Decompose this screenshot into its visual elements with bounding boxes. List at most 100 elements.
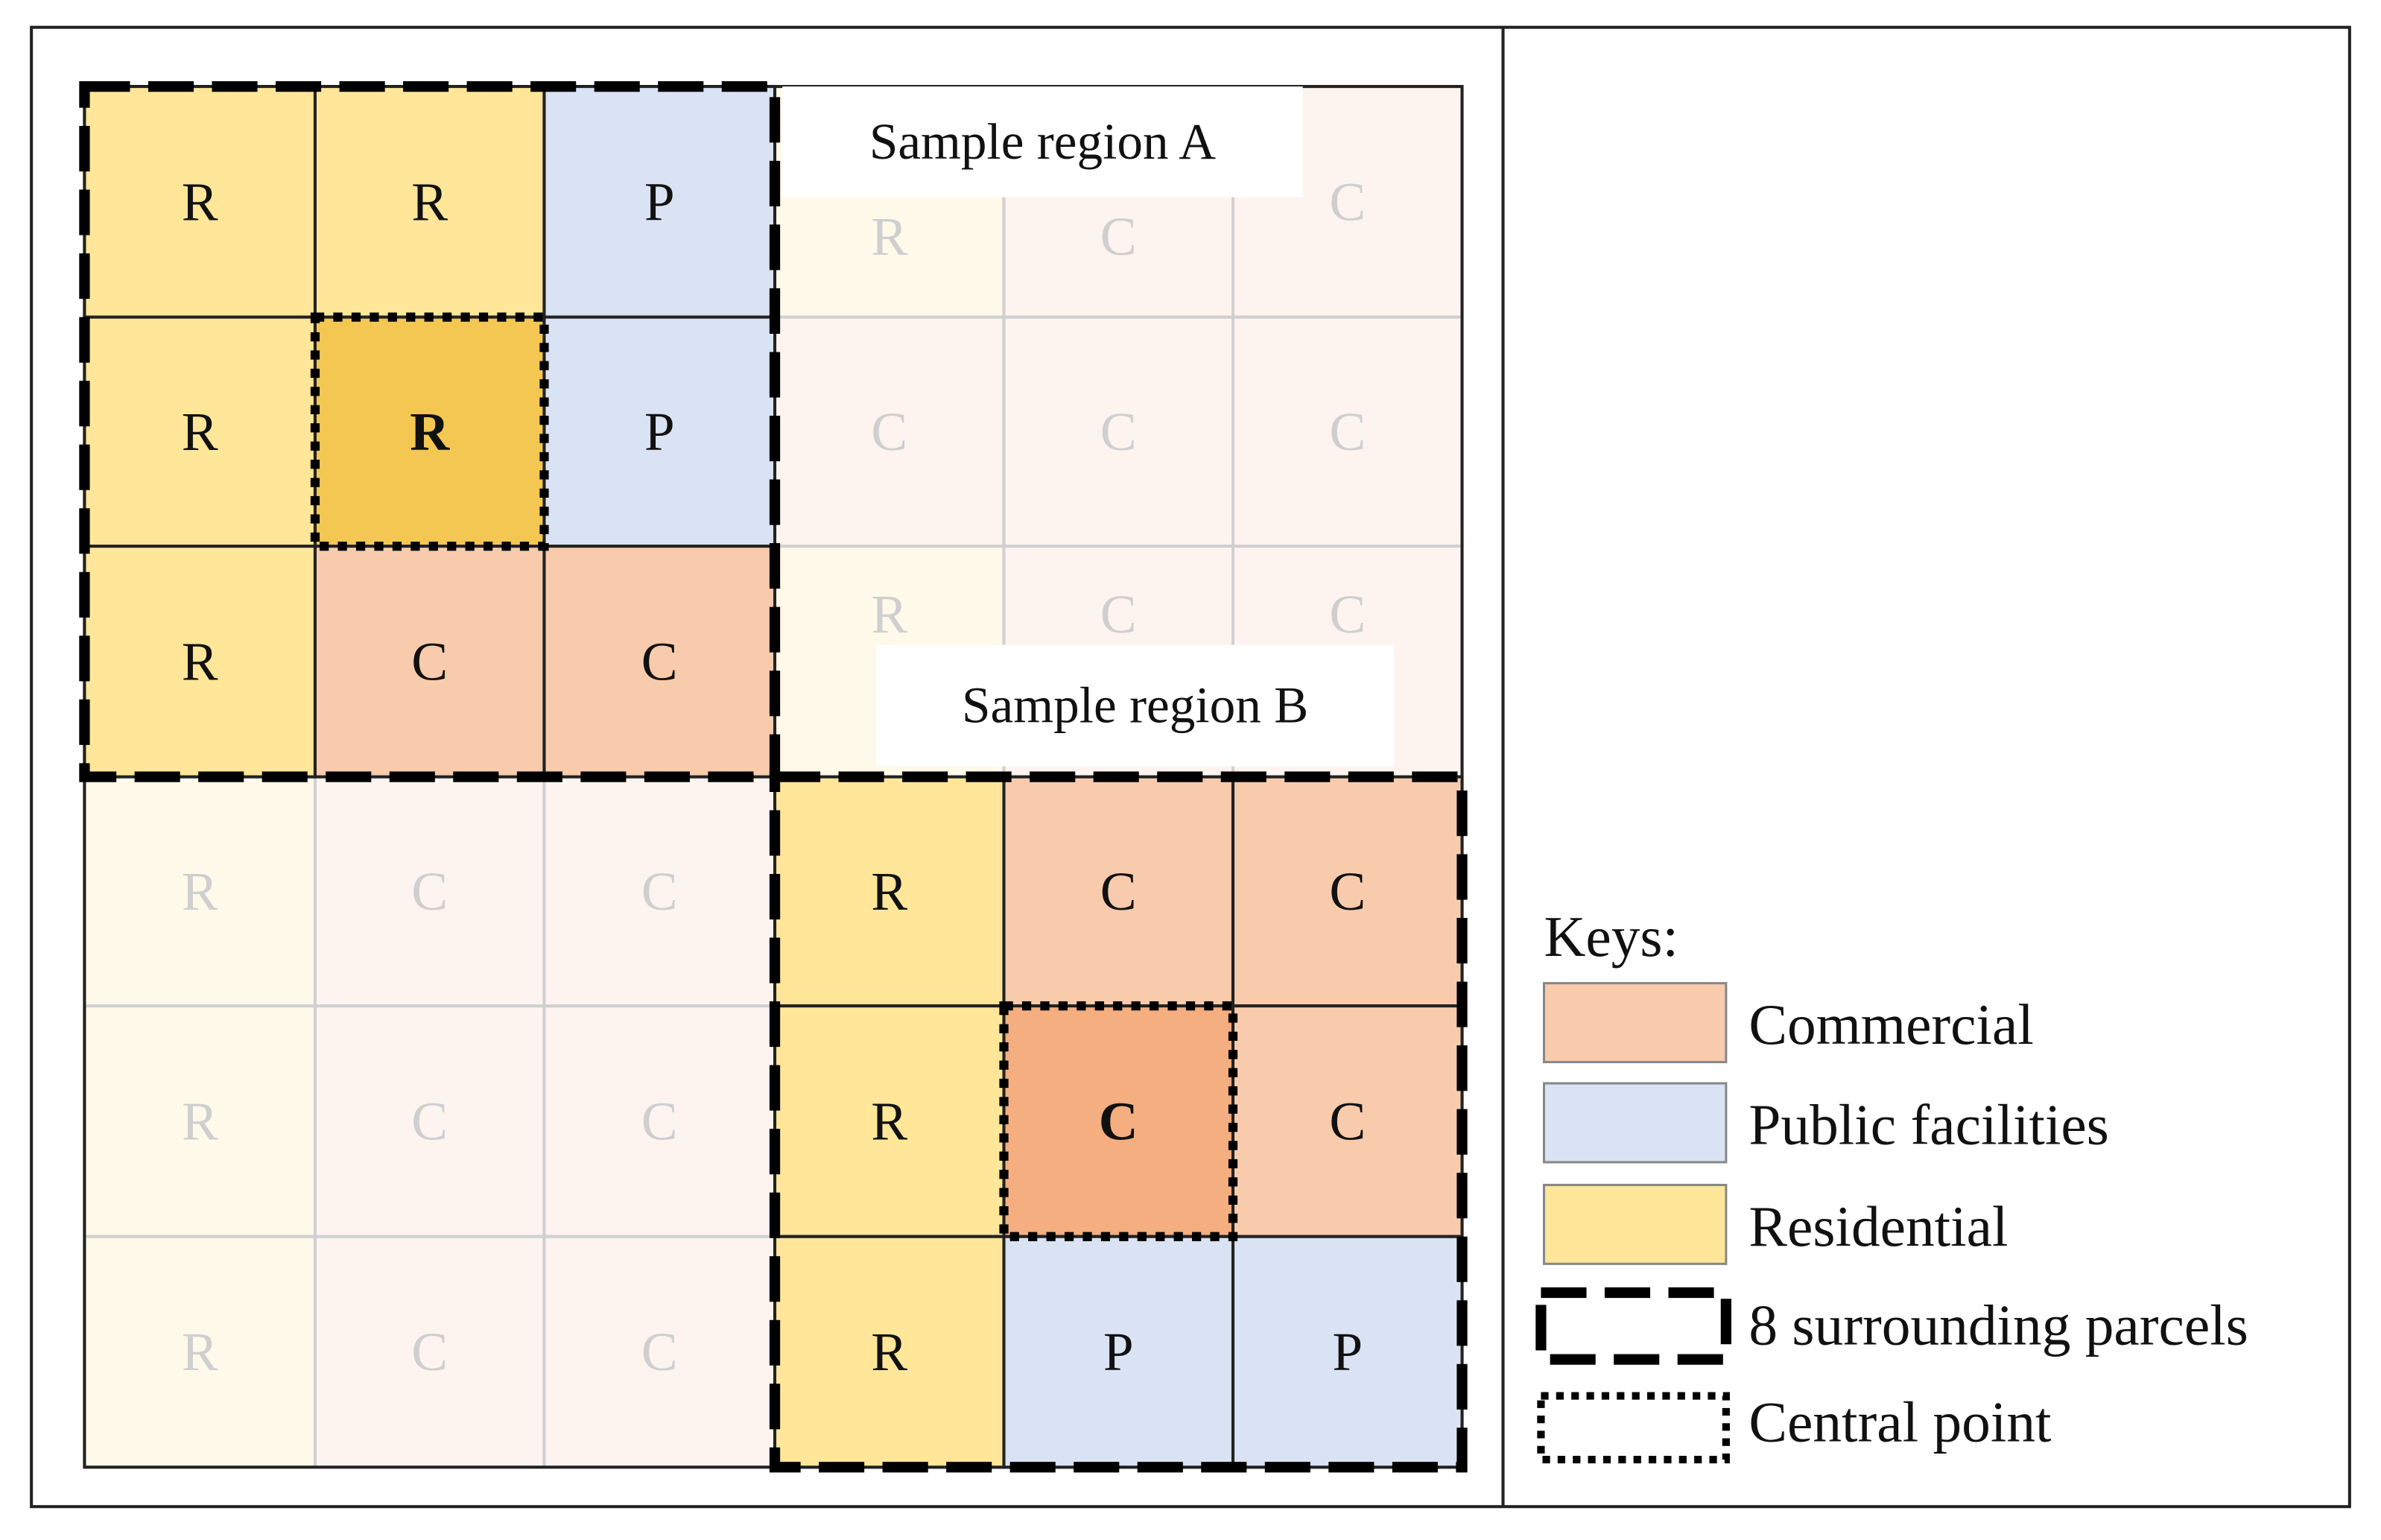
parcel-letter: C (641, 861, 678, 922)
parcel-letter: P (644, 171, 675, 232)
parcel-cell (1002, 315, 1235, 548)
parcel-letter: P (1103, 1322, 1134, 1382)
parcel-letter: C (1100, 861, 1137, 922)
faded-parcel: R (83, 1235, 317, 1469)
legend-item-commercial: Commercial (1542, 982, 2034, 1064)
legend-dotted-swatch (1537, 1392, 1730, 1464)
parcel-letter: C (1100, 402, 1137, 462)
parcel-letter: R (182, 631, 218, 691)
central-point-outline (999, 1001, 1238, 1241)
parcel-cell (773, 1004, 1006, 1238)
parcel-cell (542, 315, 777, 548)
faded-parcel: R (83, 1004, 317, 1238)
faded-parcel: C (542, 1004, 777, 1238)
faded-parcel: C (313, 1235, 546, 1469)
parcel-letter: P (1332, 1322, 1363, 1382)
surrounding-parcel: R (773, 1004, 1006, 1238)
faded-parcel: C (542, 775, 777, 1008)
legend-item-residential: Residential (1542, 1183, 2009, 1265)
legend-label: Public facilities (1749, 1092, 2108, 1156)
surrounding-parcel: C (313, 545, 546, 779)
parcel-letter: C (1329, 171, 1366, 232)
parcel-cell (83, 85, 317, 319)
faded-parcel: C (1002, 315, 1235, 548)
parcel-cell (1231, 315, 1464, 548)
legend-label: Central point (1749, 1390, 2052, 1454)
parcel-cell (83, 775, 317, 1008)
region-label-background (782, 86, 1303, 197)
parcel-letter: R (182, 171, 218, 232)
surrounding-parcel: R (83, 545, 317, 779)
parcel-letter: P (644, 402, 675, 462)
legend-item-central-point: Central point (1537, 1390, 2052, 1464)
legend-label: Residential (1749, 1194, 2008, 1258)
faded-parcel: C (773, 315, 1006, 548)
surrounding-parcel: R (83, 315, 317, 548)
parcel-letter: C (1329, 861, 1366, 922)
parcel-letter: R (411, 171, 448, 232)
surrounding-parcel: P (542, 315, 777, 548)
surrounding-parcel: P (542, 85, 777, 319)
central-parcel: R (313, 315, 546, 548)
central-point-outline (310, 312, 549, 551)
parcel-letter: R (871, 584, 907, 644)
parcel-letter: C (1100, 206, 1137, 267)
surrounding-parcel: R (773, 1235, 1006, 1469)
parcel-letter: R (871, 1091, 907, 1151)
legend-item-surrounding-parcels: 8 surrounding parcels (1535, 1287, 2248, 1365)
region-label: Sample region A (869, 113, 1216, 170)
surrounding-parcel: C (1231, 1004, 1464, 1238)
legend-label: 8 surrounding parcels (1749, 1293, 2248, 1357)
surrounding-parcel: P (1231, 1235, 1464, 1469)
parcel-cell (313, 1235, 546, 1469)
surrounding-parcel: R (313, 85, 546, 319)
region-label-background (876, 644, 1394, 767)
parcel-letter: R (410, 402, 450, 462)
parcel-letter: C (1099, 1091, 1138, 1151)
parcel-letter: C (641, 1091, 678, 1151)
surrounding-parcels-outline (79, 80, 781, 782)
parcel-letter: R (182, 402, 218, 462)
surrounding-parcel: P (1002, 1235, 1235, 1469)
legend-swatch (1542, 1082, 1728, 1164)
surrounding-parcel: R (773, 775, 1006, 1008)
parcel-letter: C (1329, 584, 1366, 644)
faded-parcel: C (1231, 315, 1464, 548)
parcel-letter: C (641, 631, 678, 691)
parcel-letter: R (182, 861, 218, 922)
parcel-letter: R (182, 1322, 218, 1382)
parcel-letter: C (1100, 584, 1137, 644)
parcel-cell (313, 1004, 546, 1238)
parcel-letter: C (1329, 1091, 1366, 1151)
legend-swatch (1542, 982, 1728, 1064)
parcel-letter: R (871, 861, 907, 922)
surrounding-parcel: R (83, 85, 317, 319)
faded-parcel: C (313, 775, 546, 1008)
surrounding-parcels-outline (769, 771, 1468, 1473)
parcel-letter: C (411, 861, 448, 922)
parcel-cell (542, 85, 777, 319)
parcel-cell (313, 85, 546, 319)
parcel-letter: R (871, 1322, 907, 1382)
parcel-cell (1231, 1004, 1464, 1238)
parcel-cell (1231, 1235, 1464, 1469)
parcel-letter: C (411, 1322, 448, 1382)
legend-item-public-facilities: Public facilities (1542, 1082, 2109, 1164)
region-label: Sample region B (962, 676, 1308, 733)
surrounding-parcel: C (542, 545, 777, 779)
faded-parcel: C (542, 1235, 777, 1469)
parcel-letter: C (871, 402, 907, 462)
parcel-letter: C (1329, 402, 1366, 462)
parcel-letter: R (182, 1091, 218, 1151)
legend-label: Commercial (1749, 992, 2033, 1056)
legend-title: Keys: (1544, 904, 1678, 969)
parcel-cell (83, 545, 317, 779)
legend-swatch (1542, 1183, 1728, 1265)
parcel-cell (83, 1004, 317, 1238)
legend-dashed-swatch (1535, 1287, 1731, 1365)
faded-parcel: R (83, 775, 317, 1008)
parcel-letter: C (411, 1091, 448, 1151)
